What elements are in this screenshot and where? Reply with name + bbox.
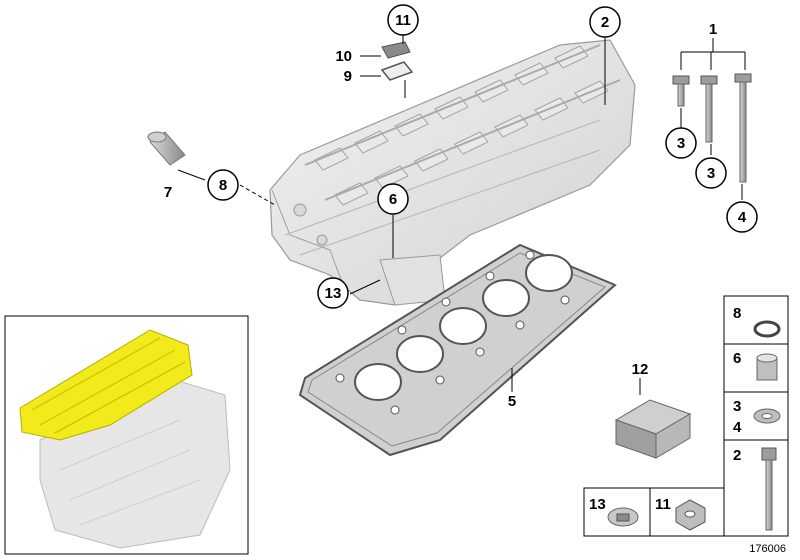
legend-row-6: 6 [733, 350, 778, 381]
small-gasket-illustration [380, 61, 414, 81]
callout-6: 6 [377, 183, 409, 215]
callout-2: 2 [589, 6, 621, 38]
bolt-icon [761, 447, 777, 531]
diagram-id: 176006 [749, 543, 786, 555]
legend-6-label: 6 [733, 350, 741, 367]
cylinder-head-illustration [269, 39, 636, 306]
callout-6-label: 6 [389, 191, 397, 208]
callout-1-label: 1 [709, 21, 717, 38]
callout-13: 13 [317, 277, 349, 309]
legend-4-label: 4 [733, 419, 742, 436]
callout-2-label: 2 [601, 14, 609, 31]
callout-13-label: 13 [325, 285, 342, 302]
washer-icon [753, 408, 781, 424]
callout-9-label: 9 [344, 68, 352, 85]
screw-plug-icon [607, 507, 639, 527]
callout-3b-label: 3 [707, 165, 715, 182]
o-ring-icon [753, 320, 781, 338]
engine-overview-inset [4, 315, 249, 555]
tappet-illustration [147, 131, 186, 166]
part-12-illustration [614, 399, 692, 459]
callout-8-label: 8 [219, 177, 227, 194]
legend-8-label: 8 [733, 305, 741, 322]
callout-10-label: 10 [335, 48, 352, 65]
callout-11-label: 11 [395, 12, 411, 29]
legend-row-3-4: 3 4 [733, 398, 781, 436]
callout-4: 4 [726, 201, 758, 233]
head-gasket-illustration [298, 243, 617, 457]
sleeve-icon [756, 353, 778, 381]
callout-8: 8 [207, 169, 239, 201]
callout-5-label: 5 [508, 393, 516, 410]
callout-3a: 3 [665, 127, 697, 159]
callout-7-label: 7 [164, 184, 172, 201]
legend-row-11: 11 [655, 496, 706, 531]
head-bolts-illustration [672, 73, 752, 183]
legend-table [583, 295, 789, 537]
legend-row-8: 8 [733, 305, 781, 338]
legend-2-label: 2 [733, 447, 741, 464]
legend-3-label: 3 [733, 398, 741, 415]
nut-icon [675, 499, 706, 531]
callout-4-label: 4 [738, 209, 747, 226]
callout-3a-label: 3 [677, 135, 685, 152]
legend-row-2: 2 [733, 447, 777, 531]
callout-11: 11 [387, 4, 419, 36]
callout-3b: 3 [695, 157, 727, 189]
callout-12-label: 12 [632, 361, 649, 378]
legend-row-13: 13 [589, 496, 639, 527]
cover-plug-illustration [381, 41, 411, 59]
leader-lines [177, 35, 746, 395]
legend-11-label: 11 [655, 496, 671, 513]
legend-13-label: 13 [589, 496, 606, 513]
